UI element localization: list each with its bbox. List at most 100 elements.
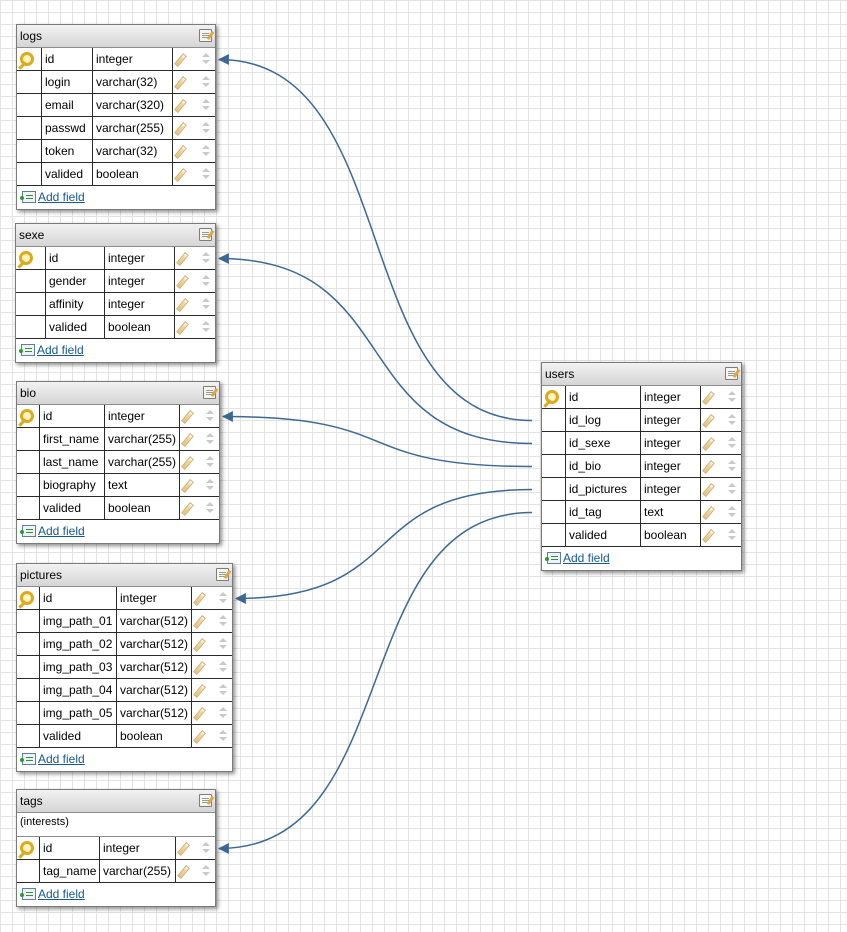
table-header[interactable]: users xyxy=(542,363,741,386)
edit-field-icon[interactable] xyxy=(176,298,189,312)
edit-field-icon[interactable] xyxy=(174,76,187,90)
edit-field-icon[interactable] xyxy=(702,414,715,428)
add-field[interactable]: Add field xyxy=(17,520,219,543)
add-field-link[interactable]: Add field xyxy=(38,887,85,901)
edit-field-icon[interactable] xyxy=(181,456,194,470)
edit-field-icon[interactable] xyxy=(702,460,715,474)
reorder-icon[interactable] xyxy=(219,592,227,604)
edit-table-icon[interactable] xyxy=(199,794,212,807)
edit-table-icon[interactable] xyxy=(203,386,216,399)
reorder-icon[interactable] xyxy=(728,529,736,541)
reorder-icon[interactable] xyxy=(219,707,227,719)
edit-field-icon[interactable] xyxy=(181,479,194,493)
reorder-icon[interactable] xyxy=(728,460,736,472)
table-header[interactable]: bio xyxy=(17,382,219,405)
reorder-icon[interactable] xyxy=(728,483,736,495)
reorder-icon[interactable] xyxy=(202,865,210,877)
reorder-icon[interactable] xyxy=(219,638,227,650)
reorder-icon[interactable] xyxy=(202,122,210,134)
add-field[interactable]: Add field xyxy=(17,186,215,209)
add-field-link[interactable]: Add field xyxy=(37,343,84,357)
add-field-link[interactable]: Add field xyxy=(38,190,85,204)
relation-id_pictures-to-pictures[interactable] xyxy=(234,488,533,604)
reorder-icon[interactable] xyxy=(728,506,736,518)
edit-field-icon[interactable] xyxy=(193,684,206,698)
reorder-icon[interactable] xyxy=(202,168,210,180)
reorder-icon[interactable] xyxy=(202,145,210,157)
add-field-link[interactable]: Add field xyxy=(563,551,610,565)
table-header[interactable]: pictures xyxy=(17,564,232,587)
relation-id_sexe-to-sexe[interactable] xyxy=(217,253,533,445)
table-header[interactable]: logs xyxy=(17,25,215,48)
edit-table-icon[interactable] xyxy=(725,367,738,380)
edit-field-icon[interactable] xyxy=(193,707,206,721)
relation-id_tag-to-tags[interactable] xyxy=(217,511,533,854)
edit-field-icon[interactable] xyxy=(702,437,715,451)
table-header[interactable]: sexe xyxy=(16,224,215,247)
add-field[interactable]: Add field xyxy=(17,748,232,771)
reorder-icon[interactable] xyxy=(202,53,210,65)
add-field[interactable]: Add field xyxy=(16,339,215,362)
add-field-link[interactable]: Add field xyxy=(38,524,85,538)
edit-field-icon[interactable] xyxy=(174,122,187,136)
edit-field-icon[interactable] xyxy=(193,615,206,629)
edit-field-icon[interactable] xyxy=(181,410,194,424)
reorder-icon[interactable] xyxy=(206,456,214,468)
edit-field-icon[interactable] xyxy=(181,433,194,447)
reorder-icon[interactable] xyxy=(219,615,227,627)
reorder-icon[interactable] xyxy=(202,99,210,111)
reorder-icon[interactable] xyxy=(206,479,214,491)
reorder-icon[interactable] xyxy=(202,76,210,88)
edit-table-icon[interactable] xyxy=(216,568,229,581)
reorder-icon[interactable] xyxy=(202,842,210,854)
reorder-icon[interactable] xyxy=(202,298,210,310)
relation-id_log-to-logs[interactable] xyxy=(217,54,533,422)
edit-field-icon[interactable] xyxy=(174,99,187,113)
edit-field-icon[interactable] xyxy=(702,506,715,520)
edit-field-icon[interactable] xyxy=(176,275,189,289)
edit-field-icon[interactable] xyxy=(702,391,715,405)
reorder-icon[interactable] xyxy=(202,321,210,333)
add-field-link[interactable]: Add field xyxy=(38,752,85,766)
edit-field-icon[interactable] xyxy=(193,638,206,652)
reorder-icon[interactable] xyxy=(219,730,227,742)
reorder-icon[interactable] xyxy=(202,275,210,287)
reorder-icon[interactable] xyxy=(206,433,214,445)
reorder-icon[interactable] xyxy=(202,252,210,264)
reorder-icon[interactable] xyxy=(206,410,214,422)
reorder-icon[interactable] xyxy=(206,502,214,514)
edit-field-icon[interactable] xyxy=(177,865,190,879)
add-field[interactable]: Add field xyxy=(17,883,215,906)
edit-table-icon[interactable] xyxy=(199,228,212,241)
edit-field-icon[interactable] xyxy=(177,842,190,856)
edit-field-icon[interactable] xyxy=(176,321,189,335)
reorder-icon[interactable] xyxy=(219,684,227,696)
